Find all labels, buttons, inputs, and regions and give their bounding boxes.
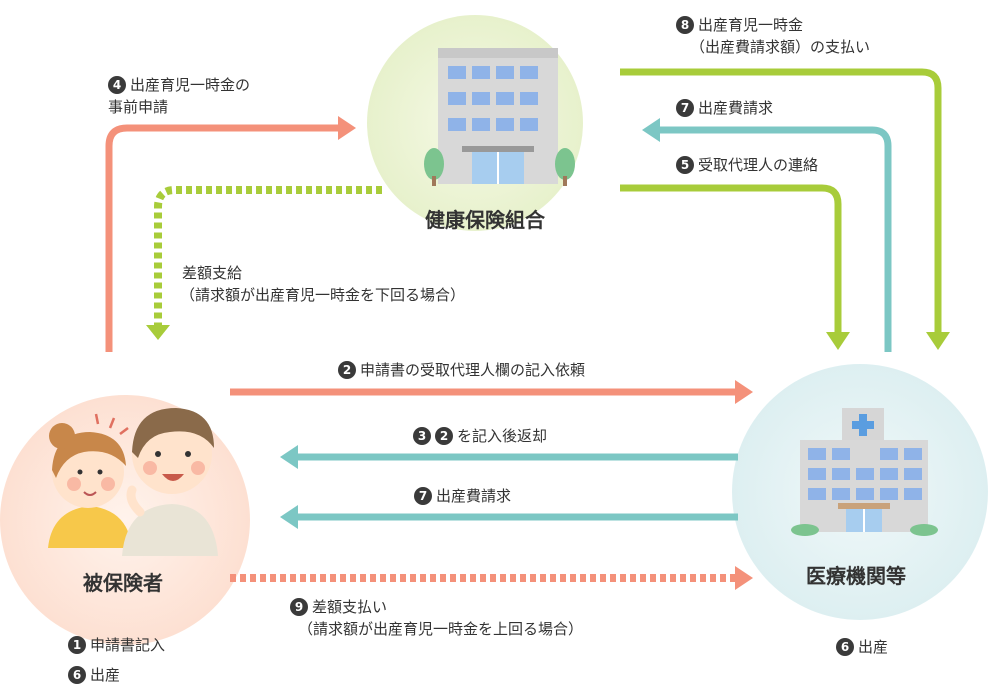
diff-pay-label: 差額支給 （請求額が出産育児一時金を下回る場合） (180, 262, 465, 306)
step2-text: 申請書の受取代理人欄の記入依頼 (360, 361, 586, 379)
insured-title: 被保険者 (83, 571, 163, 595)
arrow-step2-head (735, 380, 753, 404)
step7-lower-badge: 7 (414, 487, 432, 505)
step3-text: を記入後返却 (457, 427, 548, 445)
arrow-step7-up (660, 126, 892, 352)
arrow-step7-up-head (642, 118, 660, 142)
arrow-step4 (105, 124, 340, 352)
step4-badge: 4 (108, 76, 126, 94)
step6-hospital-badge: 6 (836, 638, 854, 656)
step5-text: 受取代理人の連絡 (698, 156, 819, 174)
step3-badge: 3 (413, 427, 431, 445)
step4-line2: 事前申請 (108, 98, 169, 116)
step1-badge: 1 (68, 636, 86, 654)
arrow-step3-head (280, 445, 298, 469)
arrow-step9-head (735, 566, 753, 590)
hospital-title: 医療機関等 (806, 564, 906, 588)
step9-badge: 9 (290, 598, 308, 616)
step7-upper-badge: 7 (676, 99, 694, 117)
step9-line1: 差額支払い (312, 598, 388, 616)
insured-circle (0, 395, 250, 645)
step6-hospital-text: 出産 (858, 638, 889, 656)
diff-pay-line1: 差額支給 (182, 264, 243, 282)
step5-badge: 5 (676, 156, 694, 174)
office-building-icon (424, 48, 575, 186)
step9-line2: （請求額が出産育児一時金を上回る場合） (298, 620, 584, 638)
arrow-step4-head (338, 116, 356, 140)
step7-lower-text: 出産費請求 (436, 487, 512, 505)
step8-badge: 8 (676, 16, 694, 34)
arrow-step8 (620, 68, 942, 332)
step6-insured-badge: 6 (68, 666, 86, 684)
step7-upper-text: 出産費請求 (698, 99, 774, 117)
diff-pay-line2: （請求額が出産育児一時金を下回る場合） (180, 286, 466, 304)
step3-ref-badge: 2 (435, 427, 453, 445)
step4-line1: 出産育児一時金の (130, 76, 251, 94)
arrow-diff-pay-head (146, 325, 170, 340)
arrow-step8-head (926, 332, 950, 350)
hospital-building-icon (791, 408, 938, 536)
step8-line1: 出産育児一時金 (698, 16, 804, 34)
couple-icon (48, 408, 218, 556)
arrow-diff-pay (154, 186, 382, 325)
insurer-title: 健康保険組合 (425, 208, 545, 232)
arrow-step5 (620, 184, 842, 332)
step2-badge: 2 (338, 361, 356, 379)
arrow-step5-head (826, 332, 850, 350)
arrow-step7-left-head (280, 505, 298, 529)
step8-line2: （出産費請求額）の支払い (690, 38, 871, 56)
step6-insured-text: 出産 (90, 666, 121, 684)
step1-text: 申請書記入 (90, 636, 166, 654)
